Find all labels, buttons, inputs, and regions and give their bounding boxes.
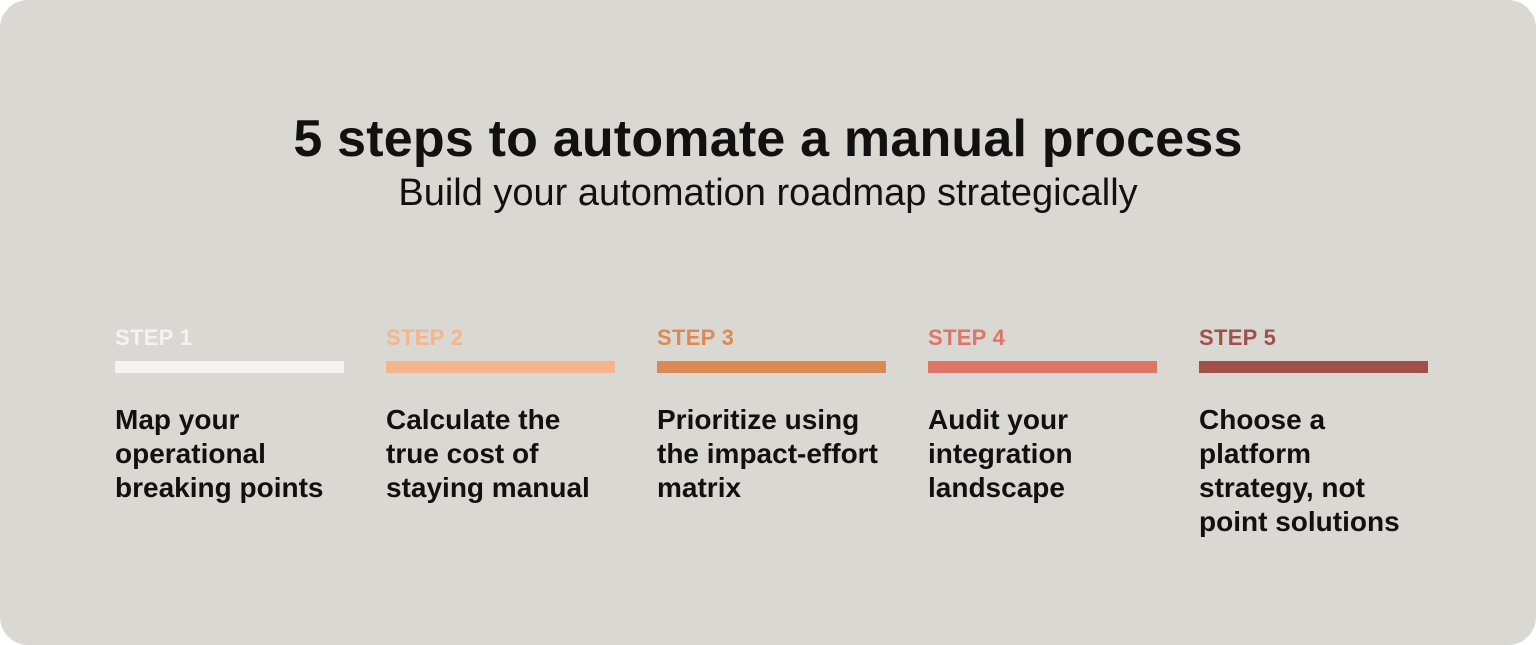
step-4-label: STEP 4 xyxy=(928,325,1006,350)
page-subtitle: Build your automation roadmap strategica… xyxy=(398,172,1138,214)
step-5-bar xyxy=(1199,361,1428,373)
step-5: STEP 5 Choose a platform strategy, not p… xyxy=(1199,322,1428,539)
page-title: 5 steps to automate a manual process xyxy=(293,110,1243,168)
step-1: STEP 1 Map your operational breaking poi… xyxy=(115,322,344,505)
step-2-text: Calculate the true cost of staying manua… xyxy=(386,404,590,503)
step-3-text: Prioritize using the impact-effort matri… xyxy=(657,404,878,503)
step-4: STEP 4 Audit your integration landscape xyxy=(928,322,1157,505)
step-4-text: Audit your integration landscape xyxy=(928,404,1073,503)
step-3-label: STEP 3 xyxy=(657,325,735,350)
step-3-bar xyxy=(657,361,886,373)
step-3: STEP 3 Prioritize using the impact-effor… xyxy=(657,322,886,505)
step-2-label: STEP 2 xyxy=(386,325,464,350)
step-2: STEP 2 Calculate the true cost of stayin… xyxy=(386,322,615,505)
step-5-label: STEP 5 xyxy=(1199,325,1277,350)
step-5-text: Choose a platform strategy, not point so… xyxy=(1199,404,1400,537)
steps-row: STEP 1 Map your operational breaking poi… xyxy=(115,322,1435,562)
step-1-bar xyxy=(115,361,344,373)
step-2-bar xyxy=(386,361,615,373)
step-1-text: Map your operational breaking points xyxy=(115,404,324,503)
step-4-bar xyxy=(928,361,1157,373)
step-1-label: STEP 1 xyxy=(115,325,193,350)
